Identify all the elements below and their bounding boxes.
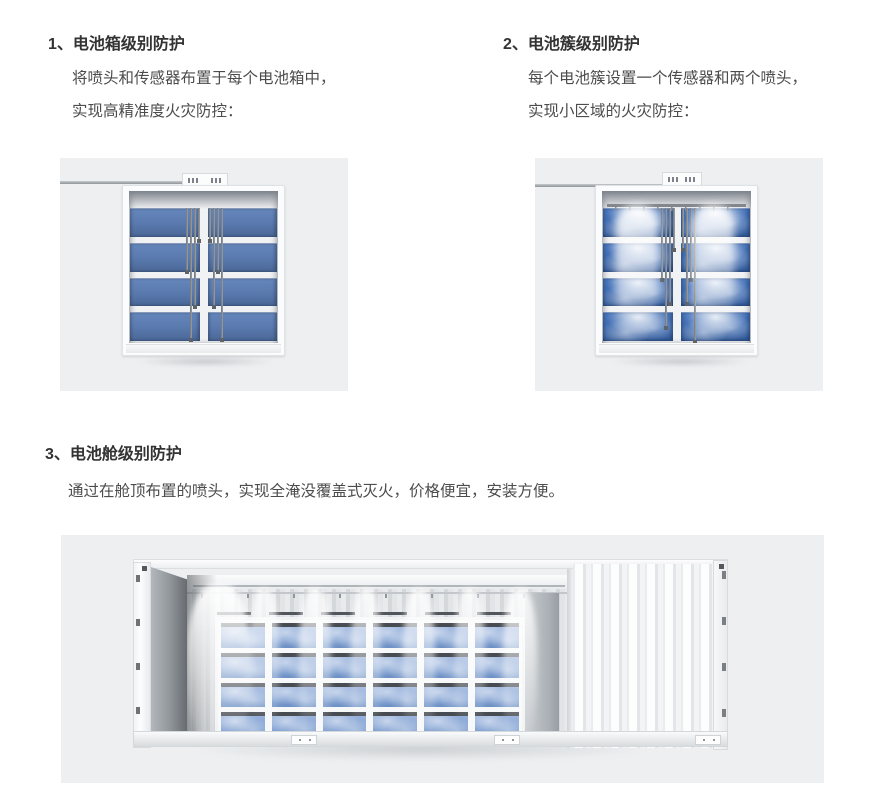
spray-manifold xyxy=(662,172,702,185)
manifold-ticks xyxy=(668,177,679,182)
water-supply-pipe xyxy=(60,181,186,184)
figure-battery-box-protection xyxy=(60,158,348,391)
spray-tube xyxy=(185,208,189,274)
mist-plume xyxy=(616,205,658,343)
battery-module xyxy=(207,208,277,237)
battery-cabinet xyxy=(595,185,758,356)
container-interior xyxy=(187,575,573,747)
section-1-text-line-2: 实现高精准度火灾防控： xyxy=(72,103,243,120)
battery-modules-grid xyxy=(130,208,277,341)
interior-top-shadow xyxy=(129,191,278,209)
corner-casting xyxy=(142,566,147,571)
floor-shadow xyxy=(583,355,778,368)
container-corrugated-wall xyxy=(573,562,713,748)
mist-plume xyxy=(249,589,279,739)
ceiling-rail xyxy=(193,585,565,587)
figure-battery-container-protection xyxy=(61,535,824,783)
sprinkler-pipe xyxy=(187,592,573,598)
spray-tube xyxy=(668,208,672,306)
battery-module xyxy=(130,312,200,341)
section-3-heading: 3、电池舱级别防护 xyxy=(45,446,182,463)
spray-tube xyxy=(212,208,216,309)
cabinet-base xyxy=(126,344,281,353)
container-bottom-rail xyxy=(133,731,728,747)
battery-module xyxy=(207,242,277,272)
spray-tube xyxy=(220,208,224,342)
figure-battery-cluster-protection xyxy=(535,158,823,391)
cabinet-base xyxy=(599,344,754,353)
section-2-heading: 2、电池簇级别防护 xyxy=(503,36,640,53)
cabinet-interior xyxy=(602,191,751,343)
spray-tube xyxy=(660,208,664,282)
mounting-plate xyxy=(291,735,317,745)
battery-cabinet xyxy=(122,185,285,356)
corner-casting xyxy=(719,564,724,569)
spray-tube xyxy=(216,208,220,274)
mist-plume xyxy=(455,589,485,737)
spray-tube xyxy=(193,208,197,309)
spray-tube xyxy=(664,208,668,330)
container-left-door-post xyxy=(133,562,151,748)
mist-plume xyxy=(299,589,331,744)
battery-module xyxy=(207,277,277,307)
manifold-ticks xyxy=(685,177,696,182)
spray-tube xyxy=(197,208,201,243)
section-1-text-line-1: 将喷头和传感器布置于每个电池箱中， xyxy=(72,70,336,87)
mounting-plate xyxy=(494,735,520,745)
distribution-pipe xyxy=(607,204,746,211)
cabinet-interior xyxy=(129,191,278,343)
mist-plume xyxy=(503,589,537,747)
spray-tube xyxy=(672,208,676,252)
mist-plume xyxy=(403,589,435,747)
section-2-text-line-1: 每个电池簇设置一个传感器和两个喷头， xyxy=(528,70,808,87)
mounting-plate xyxy=(695,735,721,745)
container-right-corner-post xyxy=(713,560,728,750)
battery-module xyxy=(207,312,277,341)
manifold-ticks xyxy=(211,178,222,183)
mist-plume xyxy=(692,205,734,343)
spray-tube xyxy=(685,208,689,306)
battery-module xyxy=(130,277,200,307)
spray-tube xyxy=(681,208,685,252)
spray-tube xyxy=(189,208,193,342)
spray-sensor-tubes xyxy=(130,208,277,342)
floor-shadow xyxy=(108,355,303,368)
container-open-door xyxy=(151,567,187,744)
section-3-text-line-1: 通过在舱顶布置的喷头，实现全淹没覆盖式灭火，价格便宜，安装方便。 xyxy=(68,483,565,500)
mist-plume xyxy=(351,589,381,739)
manifold-ticks xyxy=(188,178,199,183)
section-1-heading: 1、电池箱级别防护 xyxy=(48,36,185,53)
section-2-text-line-2: 实现小区域的火灾防控： xyxy=(528,103,699,120)
mist-plume xyxy=(187,585,251,747)
spray-tube xyxy=(208,208,212,243)
spray-tube xyxy=(689,208,693,282)
spray-manifold xyxy=(182,173,228,186)
